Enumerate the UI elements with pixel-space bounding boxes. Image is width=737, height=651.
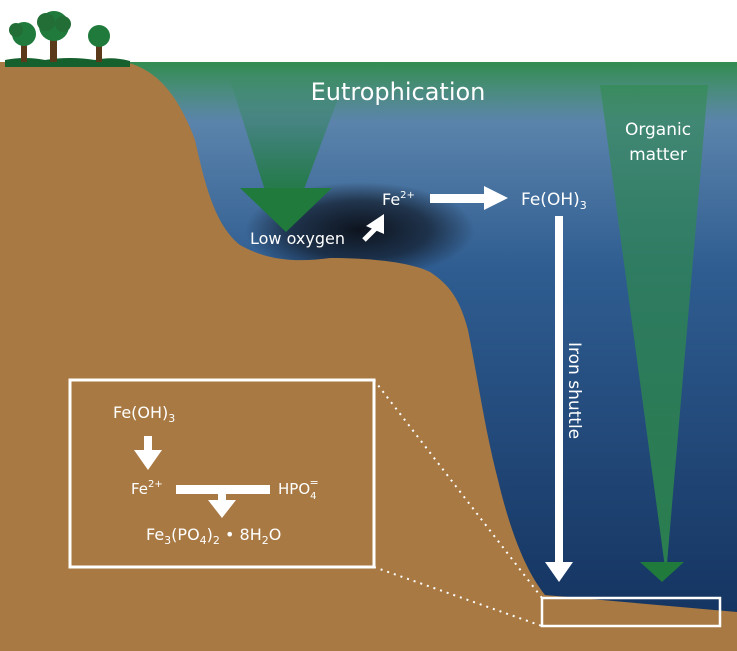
- arrow-down-icon: [640, 562, 684, 582]
- low-oxygen-label: Low oxygen: [250, 229, 345, 248]
- inset-hpo4-label: HPO4=: [278, 476, 319, 502]
- arrow-down-icon: [240, 188, 332, 232]
- inset-reaction-arrow: [176, 485, 270, 518]
- arrow-right-icon: [430, 186, 508, 210]
- arrow-up-right-icon: [362, 214, 384, 242]
- inset-fe2-label: Fe2+: [131, 479, 163, 498]
- organic-matter-label-line1: Organic: [625, 120, 691, 140]
- sediment-highlight-box: [540, 596, 722, 628]
- inset-product-label: Fe3(PO4)2 • 8H2O: [146, 525, 281, 547]
- connector-line-bottom: [373, 566, 543, 627]
- eutrophication-label: Eutrophication: [311, 78, 486, 106]
- tree-icon: [9, 22, 36, 62]
- organic-matter-label-line2: matter: [629, 145, 687, 165]
- tree-icon: [88, 25, 110, 62]
- eutrophication-funnel: [230, 80, 345, 200]
- fe2-top-label: Fe2+: [382, 190, 415, 209]
- tree-icon: [37, 11, 71, 62]
- iron-shuttle-label: Iron shuttle: [564, 342, 584, 439]
- inset-feoh3-label: Fe(OH)3: [113, 403, 175, 425]
- inset-box: [68, 378, 376, 569]
- lake-bed-land: [0, 62, 737, 651]
- feoh3-top-label: Fe(OH)3: [521, 190, 587, 212]
- iron-shuttle-arrow: [545, 216, 573, 582]
- organic-matter-cone: [600, 85, 708, 575]
- arrow-down-icon: [134, 436, 162, 470]
